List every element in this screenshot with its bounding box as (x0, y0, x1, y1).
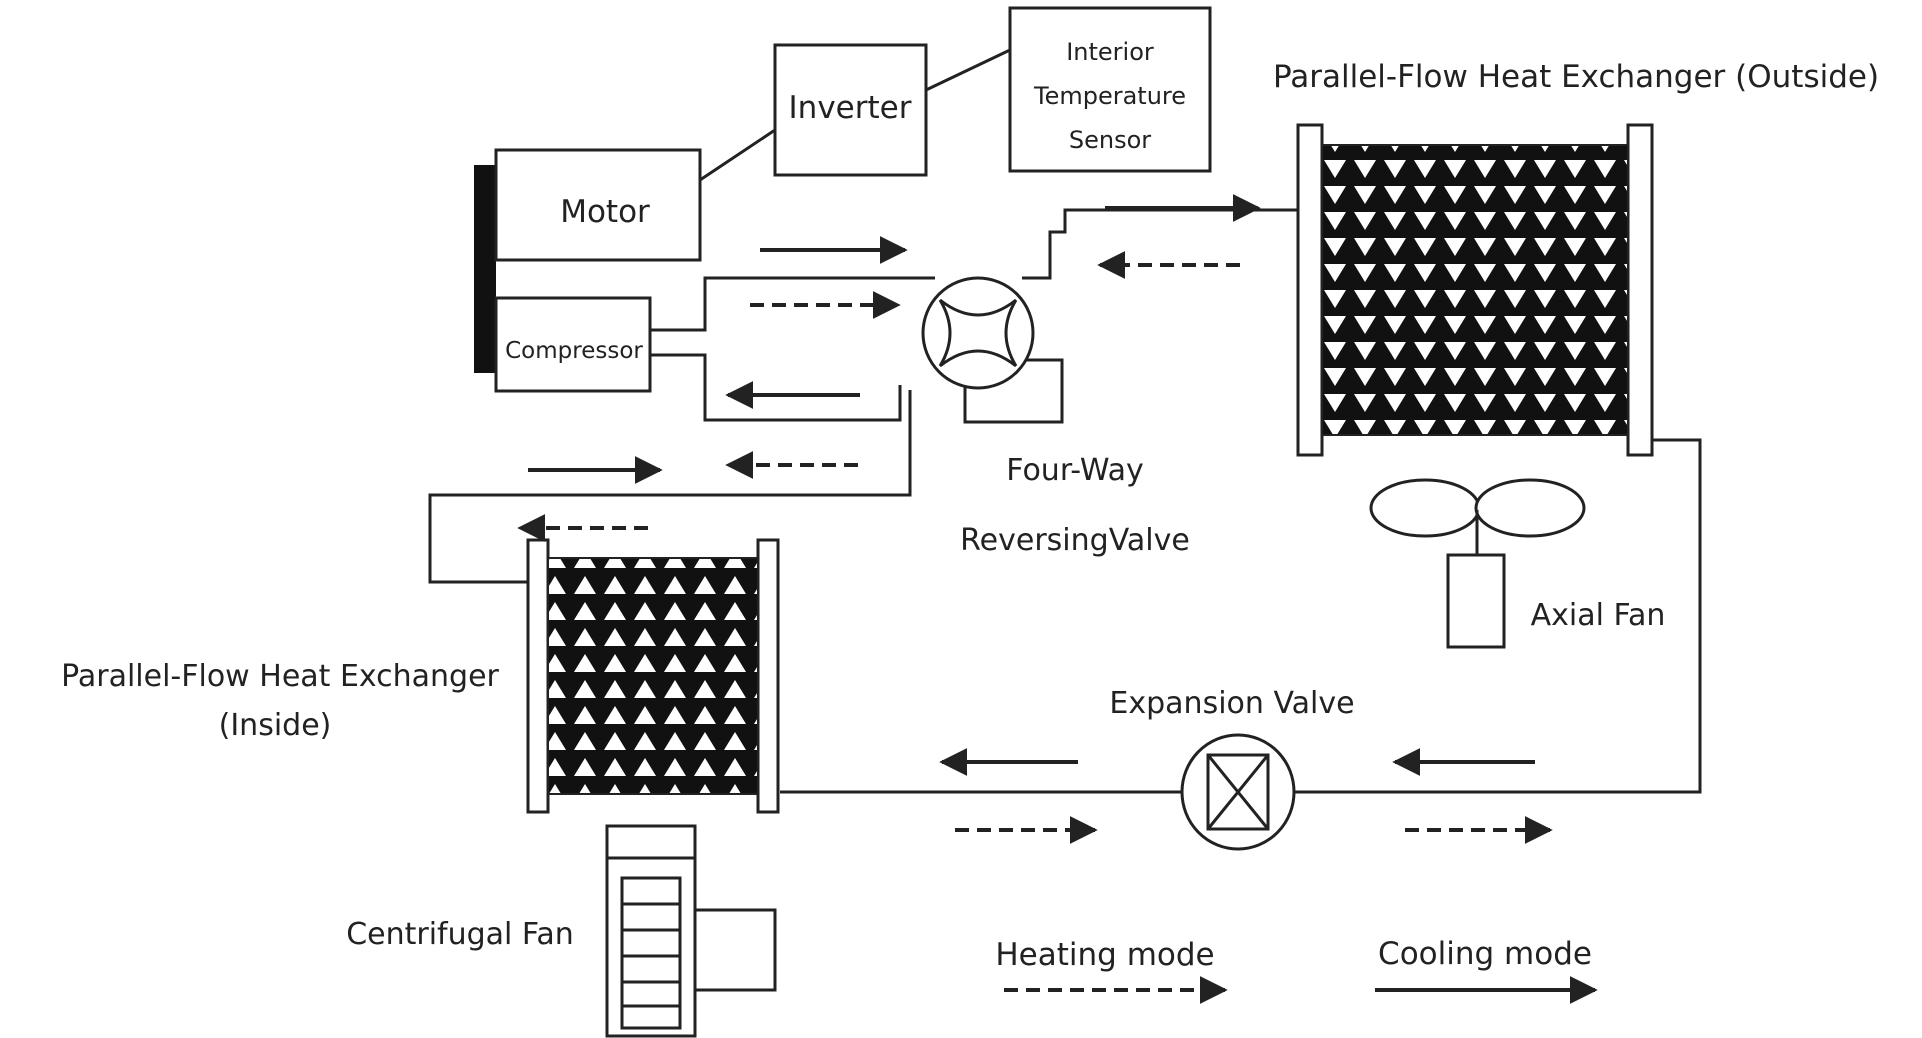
outside-hx-label: Parallel-Flow Heat Exchanger (Outside) (1273, 59, 1879, 95)
expansion-valve: Expansion Valve (1109, 686, 1355, 851)
four-way-label-line2: ReversingValve (960, 523, 1190, 558)
motor-label: Motor (560, 194, 650, 230)
expansion-valve-label: Expansion Valve (1109, 686, 1354, 721)
axial-fan-label: Axial Fan (1531, 598, 1666, 633)
inside-hx-label-line2: (Inside) (219, 708, 332, 743)
centrifugal-fan-label: Centrifugal Fan (346, 917, 574, 952)
inverter: Inverter (773, 43, 928, 177)
inverter-label: Inverter (789, 90, 912, 126)
compressor: Compressor (494, 296, 652, 393)
legend-heating-label: Heating mode (995, 937, 1214, 973)
interior-temperature-sensor: Interior Temperature Sensor (1008, 6, 1212, 173)
legend-cooling-label: Cooling mode (1378, 936, 1592, 972)
flow-arrows (517, 194, 1553, 844)
four-way-reversing-valve: Four-Way ReversingValve (921, 276, 1190, 558)
inside-heat-exchanger: Parallel-Flow Heat Exchanger (Inside) (61, 538, 780, 814)
inside-hx-label-line1: Parallel-Flow Heat Exchanger (61, 659, 499, 694)
motor: Motor (474, 148, 702, 373)
four-way-label-line1: Four-Way (1006, 453, 1143, 488)
legend: Heating mode Cooling mode (995, 936, 1598, 1004)
axial-fan: Axial Fan (1369, 478, 1666, 649)
sensor-label-line3: Sensor (1069, 126, 1151, 154)
centrifugal-fan: Centrifugal Fan (346, 824, 777, 1038)
outside-heat-exchanger: Parallel-Flow Heat Exchanger (Outside) (1273, 59, 1879, 457)
sensor-label-line2: Temperature (1033, 82, 1186, 110)
compressor-label: Compressor (505, 338, 643, 364)
sensor-label-line1: Interior (1066, 38, 1154, 66)
